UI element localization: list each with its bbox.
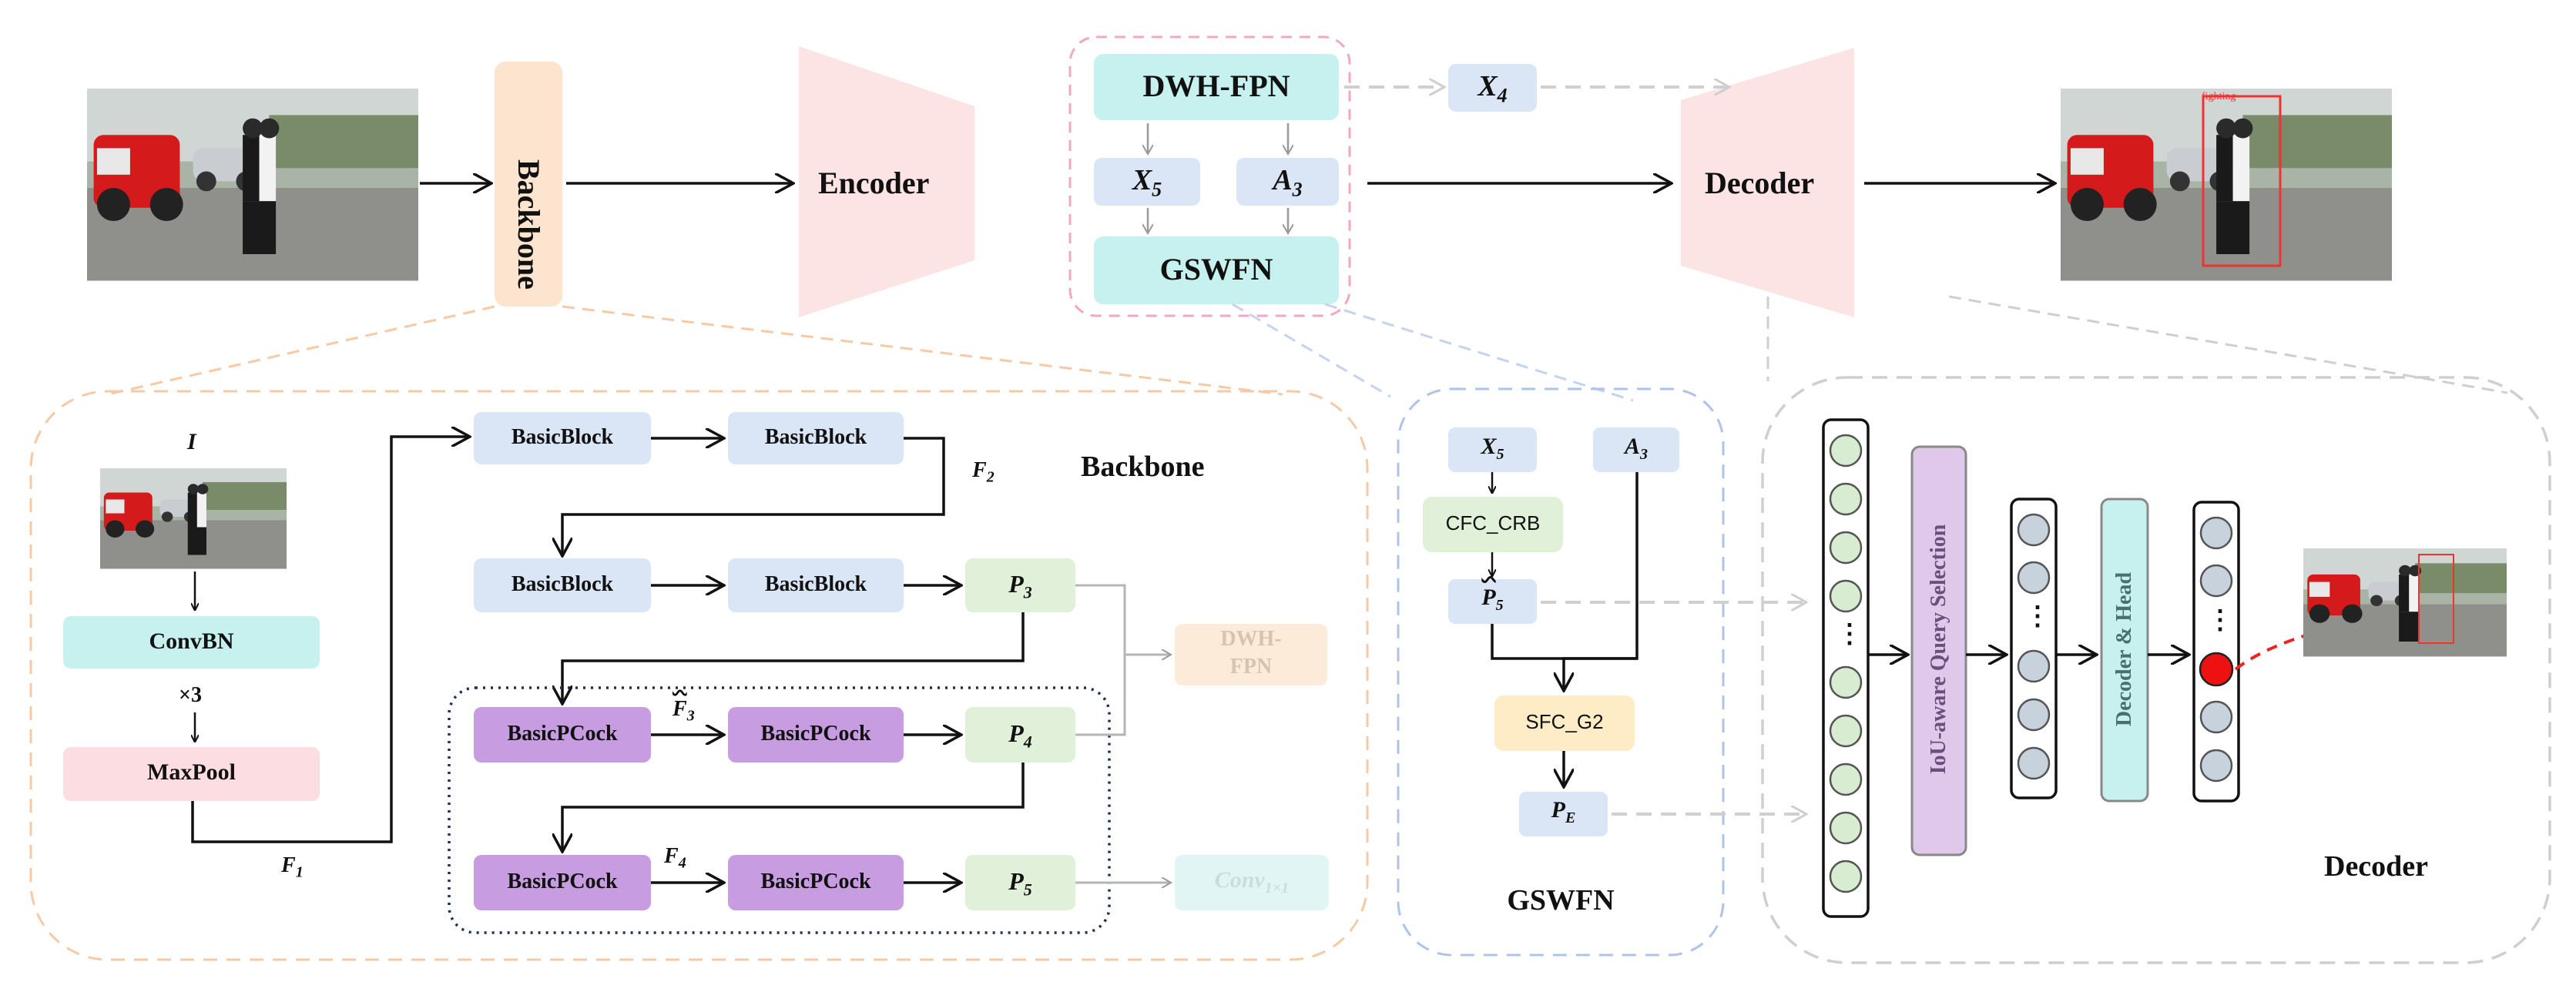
basic-pcock-3: BasicPCock — [507, 870, 618, 893]
encoder-block — [799, 46, 974, 317]
basic-block-3: BasicBlock — [511, 572, 614, 596]
column-ellipsis-3: ⋮ — [2207, 606, 2233, 635]
p3-label: P3 — [1008, 570, 1032, 602]
basic-pcock-1: BasicPCock — [507, 722, 618, 746]
basic-block-2: BasicBlock — [764, 425, 867, 449]
x5-label: X5 — [1132, 164, 1162, 201]
times-three-label: ×3 — [179, 683, 202, 707]
column-ellipsis-2: ⋮ — [2024, 602, 2051, 631]
decoder-head-label: Decoder & Head — [2112, 571, 2136, 727]
input-label: I — [187, 429, 196, 454]
f1-label: F1 — [281, 853, 304, 881]
dwh-fpn-faded-label: DWH-FPN — [1220, 627, 1282, 679]
input-photo — [87, 89, 418, 281]
pcock-group-frame — [448, 686, 1111, 934]
backbone-panel-title: Backbone — [1081, 451, 1205, 483]
gswfn-panel-title: GSWFN — [1507, 884, 1615, 917]
decoder-block — [1681, 48, 1854, 317]
detection-tag: fighting — [2202, 91, 2236, 102]
decoder-label: Decoder — [1705, 166, 1815, 200]
x4-label: X4 — [1478, 70, 1508, 107]
basic-block-4: BasicBlock — [764, 572, 867, 596]
maxpool-label: MaxPool — [147, 759, 236, 785]
convbn-label: ConvBN — [149, 628, 234, 654]
gswfn-label: GSWFN — [1159, 252, 1273, 287]
cfc-crb-label: CFC_CRB — [1445, 511, 1541, 535]
encoder-label: Encoder — [818, 166, 930, 200]
basic-pcock-2: BasicPCock — [760, 722, 871, 746]
gswfn-a3-label: A3 — [1624, 434, 1648, 463]
conv-faded-label: Conv1×1 — [1214, 867, 1290, 896]
column-ellipsis-1: ⋮ — [1836, 620, 1863, 648]
f4-label: F4 — [664, 844, 686, 872]
decoder-panel-frame — [1761, 376, 2551, 964]
sfc-g2-label: SFC_G2 — [1525, 710, 1604, 733]
backbone-block — [495, 62, 562, 307]
gswfn-panel-frame — [1397, 387, 1725, 957]
selected-query-dot — [2199, 652, 2234, 687]
query-selection-label: IoU-aware Query Selection — [1927, 524, 1950, 775]
decoder-panel-title: Decoder — [2324, 850, 2429, 883]
a3-label: A3 — [1273, 164, 1303, 201]
basic-pcock-4: BasicPCock — [760, 870, 871, 893]
f3-label: F3 — [673, 697, 695, 725]
backbone-label: Backbone — [512, 159, 546, 290]
detection-box — [2202, 95, 2282, 267]
backbone-panel-frame — [29, 390, 1369, 961]
output-photo — [2061, 89, 2392, 281]
neck-frame — [1068, 35, 1351, 317]
result-photo — [2303, 548, 2507, 657]
p5-label: P5 — [1008, 867, 1032, 900]
f2-label: F2 — [972, 458, 995, 486]
gswfn-p5-label: P5 — [1481, 585, 1504, 614]
basic-block-1: BasicBlock — [511, 425, 614, 449]
pe-label: PE — [1551, 797, 1576, 826]
gswfn-x5-label: X5 — [1481, 434, 1504, 463]
p4-label: P4 — [1008, 719, 1032, 752]
dwh-fpn-label: DWH-FPN — [1142, 69, 1290, 103]
